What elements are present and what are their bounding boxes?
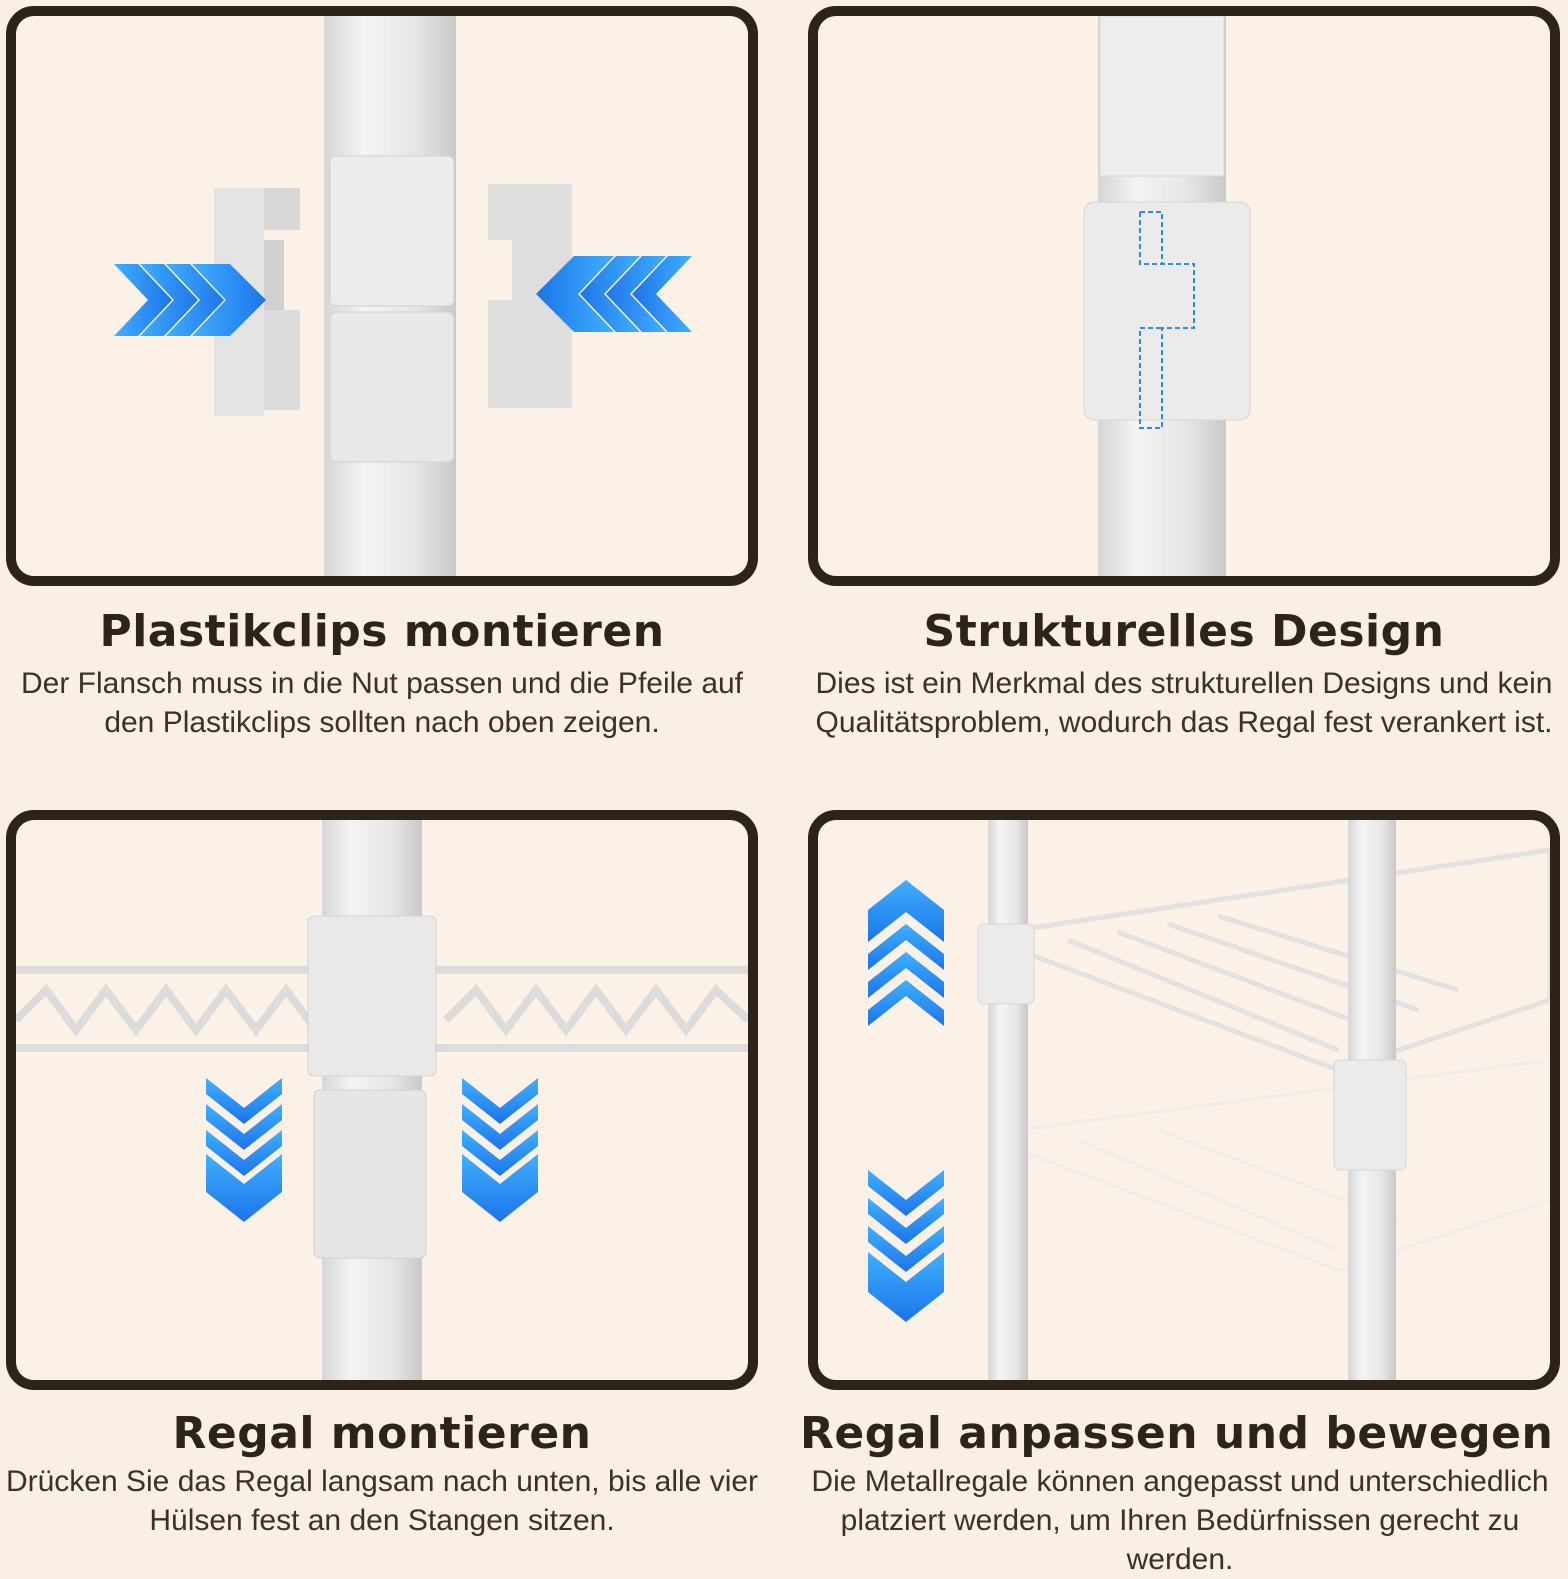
section-text: Dies ist ein Merkmal des strukturellen D…: [815, 667, 1553, 739]
section-title: Regal anpassen und bewegen: [800, 1408, 1554, 1459]
shelf-adjust-illustration: [868, 820, 1550, 1380]
arrows-inward-icon: [114, 256, 692, 336]
section-title: Regal montieren: [172, 1408, 592, 1459]
section-text: Der Flansch muss in die Nut passen und d…: [20, 667, 744, 739]
wire-shelf-lower: [1016, 1057, 1550, 1273]
panel-mount-shelf: [6, 810, 758, 1390]
caption-mount-shelf: Regal montieren Drücken Sie das Regal la…: [2, 1406, 762, 1540]
sleeve-illustration: [1083, 16, 1251, 576]
clip-assembly-illustration: [114, 16, 692, 576]
sleeve: [1083, 201, 1251, 421]
panel-adjust-shelf: [808, 810, 1560, 1390]
panel-structural-design: [808, 6, 1560, 586]
panel-plastic-clips: [6, 6, 758, 586]
arrows-up-down-icon: [868, 880, 944, 1322]
caption-structural-design: Strukturelles Design Dies ist ein Merkma…: [804, 604, 1564, 742]
caption-adjust-shelf: Regal anpassen und bewegen Die Metallreg…: [800, 1406, 1568, 1579]
section-text: Die Metallregale können angepasst und un…: [811, 1465, 1549, 1576]
section-title: Strukturelles Design: [923, 606, 1445, 657]
caption-plastic-clips: Plastikclips montieren Der Flansch muss …: [2, 604, 762, 742]
dashed-outline-icon: [1139, 211, 1195, 429]
shelf-mount-illustration: [16, 820, 748, 1380]
arrows-down-icon: [206, 1078, 538, 1222]
section-title: Plastikclips montieren: [99, 606, 665, 657]
section-text: Drücken Sie das Regal langsam nach unten…: [5, 1465, 759, 1537]
wire-shelf-upper: [1015, 847, 1550, 1073]
